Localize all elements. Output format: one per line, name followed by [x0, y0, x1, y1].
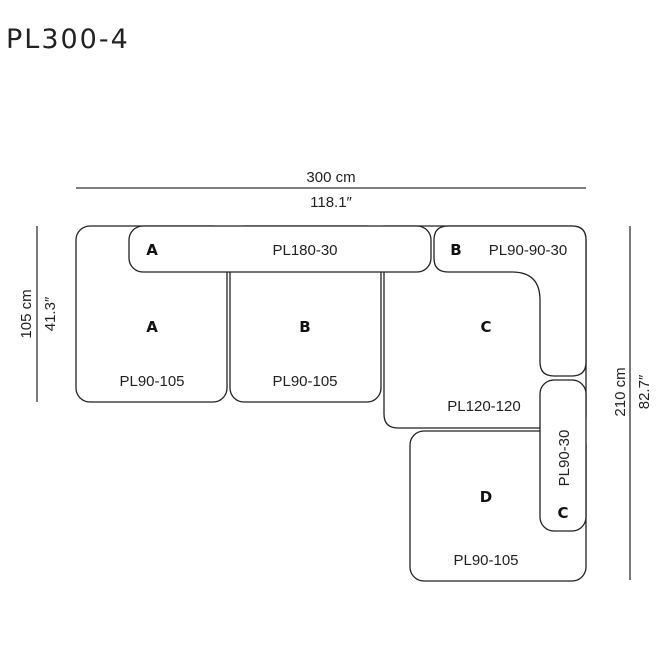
corner-backrest-b-model: PL90-90-30 [489, 242, 567, 259]
backrest-a-model: PL180-30 [272, 242, 337, 259]
side-backrest-c-letter: C [557, 504, 568, 522]
module-side-backrest-c[interactable]: PL90-30 C [539, 379, 587, 532]
module-backrest-a[interactable]: A PL180-30 [128, 225, 432, 273]
width-cm-label: 300 cm [306, 169, 355, 186]
corner-backrest-b-letter: B [450, 241, 461, 259]
width-in-label: 118.1″ [310, 194, 352, 211]
seat-b-model: PL90-105 [272, 373, 337, 390]
seat-d-model: PL90-105 [453, 552, 518, 569]
seat-b-letter: B [299, 318, 310, 336]
right-depth-cm-label: 210 cm [612, 367, 629, 416]
product-title: PL300-4 [6, 24, 130, 55]
module-corner-backrest-b[interactable]: B PL90-90-30 [433, 225, 587, 377]
left-depth-in-label: 41.3″ [42, 296, 59, 331]
corner-seat-c-model: PL120-120 [447, 398, 520, 415]
left-depth-cm-label: 105 cm [18, 289, 35, 338]
backrest-a-letter: A [146, 241, 158, 259]
seat-a-letter: A [146, 318, 158, 336]
seat-d-letter: D [480, 488, 492, 506]
right-depth-in-label: 82.7″ [636, 374, 653, 409]
seat-a-model: PL90-105 [119, 373, 184, 390]
corner-seat-c-letter: C [480, 318, 491, 336]
side-backrest-c-model: PL90-30 [556, 430, 573, 487]
